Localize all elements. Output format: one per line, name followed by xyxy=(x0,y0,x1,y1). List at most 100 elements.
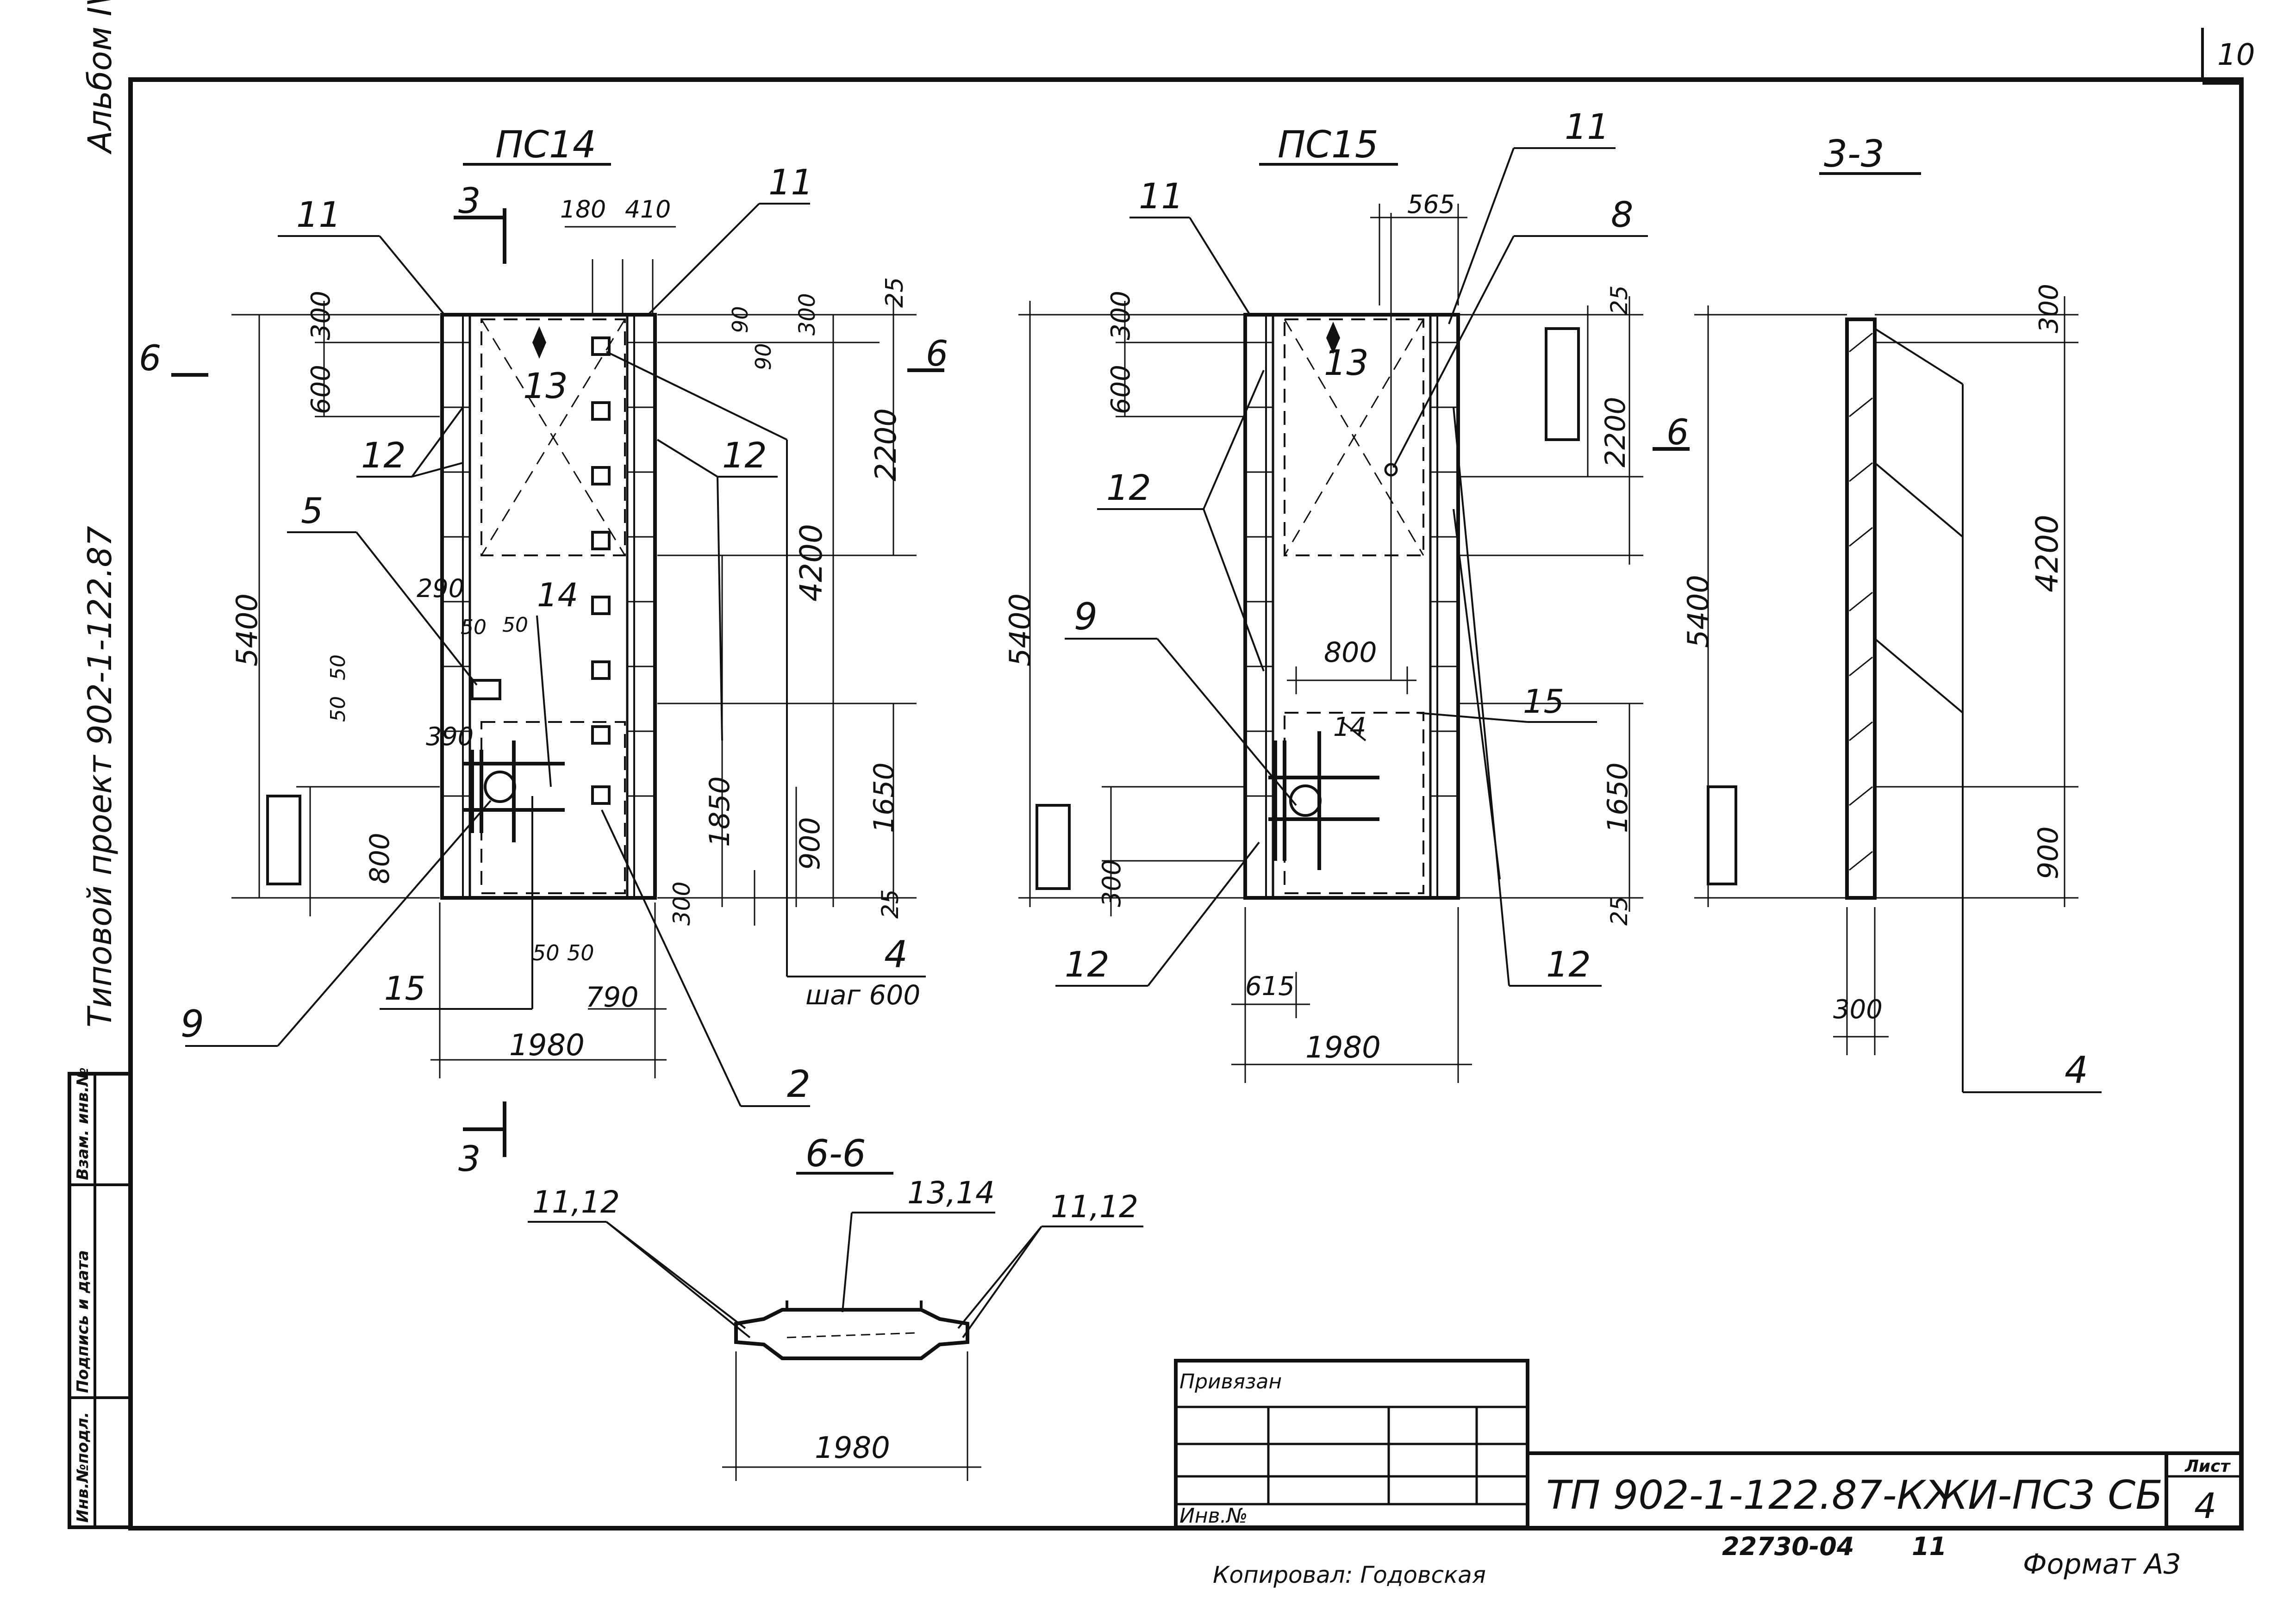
pos-5-pc14: 5 xyxy=(301,490,323,531)
document-code: ТП 902-1-122.87-КЖИ-ПС3 СБ xyxy=(1546,1472,2163,1518)
dim-50-e-pc14: 50 xyxy=(532,940,560,965)
album-label: Альбом IV xyxy=(81,0,119,155)
pos-13-pc14: 13 xyxy=(523,365,568,406)
view-title-pc14: ПС14 xyxy=(495,123,596,166)
dim-900-s33: 900 xyxy=(2032,826,2065,879)
dim-600-pc15: 600 xyxy=(1106,365,1136,414)
dim-25-top-pc14: 25 xyxy=(881,277,909,308)
dim-4200-pc14: 4200 xyxy=(793,524,829,602)
pos-14-pc14: 14 xyxy=(537,576,578,614)
dim-25-bottom-pc15: 25 xyxy=(1606,896,1633,926)
sheet-label: Лист xyxy=(2184,1457,2231,1476)
dim-25-bottom-pc14: 25 xyxy=(877,889,904,919)
pos-11-12-left-s66: 11,12 xyxy=(532,1184,620,1220)
pos-15-pc14: 15 xyxy=(384,970,425,1008)
format-label: Формат А3 xyxy=(2023,1548,2181,1580)
dim-2200-pc14: 2200 xyxy=(869,408,903,481)
pos-12-right-pc15: 12 xyxy=(1546,944,1591,985)
dim-615-pc15: 615 xyxy=(1245,971,1295,1002)
table-cell-inv-podl: Инв.№подл. xyxy=(74,1412,92,1523)
dim-300-bottom-s33: 300 xyxy=(1833,995,1883,1025)
inv-label: Инв.№ xyxy=(1179,1504,1248,1528)
dim-1850-pc14: 1850 xyxy=(704,776,736,847)
dim-1980-pc14: 1980 xyxy=(509,1028,585,1063)
section-mark-6-left: 6 xyxy=(139,337,161,379)
dim-2200-pc15: 2200 xyxy=(1599,397,1632,467)
dim-1980-pc15: 1980 xyxy=(1305,1031,1381,1065)
view-section-3-3: 3-3 5400 300 4200 900 300 xyxy=(1681,132,2102,1093)
dim-50-a-pc14: 50 xyxy=(461,616,487,639)
pos-11-12-right-s66: 11,12 xyxy=(1051,1189,1138,1225)
dim-300-bottom-pc14: 300 xyxy=(668,882,695,926)
dim-50-d-pc14: 50 xyxy=(326,696,350,722)
sheet-number: 4 xyxy=(2194,1485,2216,1526)
pos-13-pc15: 13 xyxy=(1324,342,1369,383)
pos-11-right-pc15: 11 xyxy=(1565,106,1610,147)
step-label: шаг 600 xyxy=(805,979,920,1011)
title-block: Привязан Инв.№ ТП 902-1-122.87-КЖИ-ПС3 С… xyxy=(1174,1359,2243,1529)
pos-11-left-pc15: 11 xyxy=(1139,175,1184,217)
dim-900-pc14: 900 xyxy=(794,817,826,870)
section-mark-3-bottom: 3 xyxy=(458,1138,480,1179)
pos-14-pc15: 14 xyxy=(1333,712,1366,742)
dim-300-top-pc15: 300 xyxy=(1106,291,1136,340)
dim-300-top-s33: 300 xyxy=(2034,284,2064,333)
view-section-6-6: 6-6 1980 11,12 13,14 11,12 xyxy=(528,1132,1143,1481)
dim-1650-pc15: 1650 xyxy=(1602,762,1634,833)
dim-4200-s33: 4200 xyxy=(2029,515,2065,592)
dim-5400-pc14: 5400 xyxy=(230,593,264,666)
dim-800-pc14: 800 xyxy=(364,833,395,884)
lifting-mark-pc14 xyxy=(532,326,546,359)
dim-5400-pc15: 5400 xyxy=(1003,593,1037,666)
dim-565-pc15: 565 xyxy=(1407,190,1455,219)
dim-25-top-pc15: 25 xyxy=(1606,285,1633,315)
dim-290-pc14: 290 xyxy=(417,574,464,603)
pos-12-left-pc14: 12 xyxy=(361,435,406,476)
pos-4-pc14: 4 xyxy=(884,933,908,976)
privyazan-label: Привязан xyxy=(1179,1370,1282,1394)
dim-50-b-pc14: 50 xyxy=(502,613,528,637)
dim-410-pc14: 410 xyxy=(625,196,671,224)
copied-by: Копировал: Годовская xyxy=(1213,1562,1486,1588)
section-mark-6-pc15: 6 xyxy=(1666,411,1689,453)
pos-4-s33: 4 xyxy=(2065,1049,2088,1092)
dim-90-b-pc14: 90 xyxy=(751,343,776,370)
lifting-mark-pc15 xyxy=(1326,322,1340,354)
embedded-plates-pc14 xyxy=(591,336,611,805)
project-label: Типовой проект 902-1-122.87 xyxy=(81,526,119,1027)
dim-50-c-pc14: 50 xyxy=(326,654,350,680)
pos-9-pc14: 9 xyxy=(181,1002,204,1045)
pos-12-bottom-pc15: 12 xyxy=(1065,944,1110,985)
pos-11-right-pc14: 11 xyxy=(768,162,813,203)
dim-1650-pc14: 1650 xyxy=(868,762,900,833)
pos-8-pc15: 8 xyxy=(1611,194,1633,235)
dim-5400-s33: 5400 xyxy=(1681,575,1715,648)
section-mark-6-right: 6 xyxy=(926,333,948,374)
table-cell-replace-inv: Взам. инв.№ xyxy=(74,1067,92,1180)
dim-600-pc14: 600 xyxy=(306,365,336,414)
pos-12-left-pc15: 12 xyxy=(1106,467,1151,508)
view-pc14: ПС14 xyxy=(139,123,948,1179)
view-title-pc15: ПС15 xyxy=(1278,123,1379,166)
dim-300-top-pc14: 300 xyxy=(306,291,336,340)
sheet-corner-number: 10 xyxy=(2217,38,2255,72)
dim-300-right-pc14: 300 xyxy=(794,293,820,336)
dim-90-a-pc14: 90 xyxy=(728,306,753,333)
dim-790-pc14: 790 xyxy=(586,981,639,1014)
left-signature-table: Инв.№подл. Подпись и дата Взам. инв.№ xyxy=(68,1067,132,1529)
pos-2-pc14: 2 xyxy=(787,1063,811,1106)
pos-13-14-s66: 13,14 xyxy=(907,1175,995,1211)
sheet-frame xyxy=(128,28,2244,1531)
dim-390-pc14: 390 xyxy=(426,722,474,751)
order-number: 22730-04 xyxy=(1722,1532,1854,1561)
pos-15-pc15: 15 xyxy=(1523,683,1564,721)
dim-800-pc15: 800 xyxy=(1324,636,1377,669)
table-cell-signature: Подпись и дата xyxy=(74,1250,92,1393)
dim-50-f-pc14: 50 xyxy=(567,940,594,965)
dim-1980-s66: 1980 xyxy=(815,1431,890,1465)
dim-180-pc14: 180 xyxy=(560,196,606,224)
pos-9-pc15: 9 xyxy=(1074,595,1098,638)
view-title-6-6: 6-6 xyxy=(805,1132,866,1175)
view-pc15: ПС15 xyxy=(1003,106,1690,1083)
